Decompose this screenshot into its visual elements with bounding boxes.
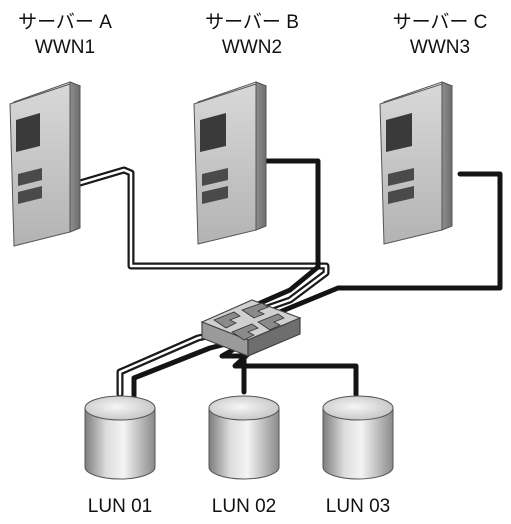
lun-02-label: LUN 02 — [212, 496, 276, 517]
lun-01-disk-icon — [84, 395, 156, 480]
lun-01-label: LUN 01 — [88, 496, 152, 517]
server-a-tower-icon — [9, 81, 82, 247]
cable-server-c — [267, 171, 503, 319]
cable-server-b — [255, 158, 321, 307]
server-b-tower-icon — [193, 81, 268, 245]
fc-switch-icon — [200, 299, 302, 357]
server-c-name: サーバー C — [393, 12, 488, 33]
lun-03-disk-icon — [322, 395, 394, 480]
lun-03-label: LUN 03 — [326, 496, 390, 517]
server-c-wwn: WWN3 — [410, 37, 470, 58]
server-c-tower-icon — [379, 81, 454, 245]
server-b-wwn: WWN2 — [222, 37, 282, 58]
server-a-wwn: WWN1 — [35, 37, 95, 58]
lun-02-disk-icon — [208, 395, 280, 480]
server-a-name: サーバー A — [18, 12, 112, 33]
server-b-name: サーバー B — [205, 12, 299, 33]
